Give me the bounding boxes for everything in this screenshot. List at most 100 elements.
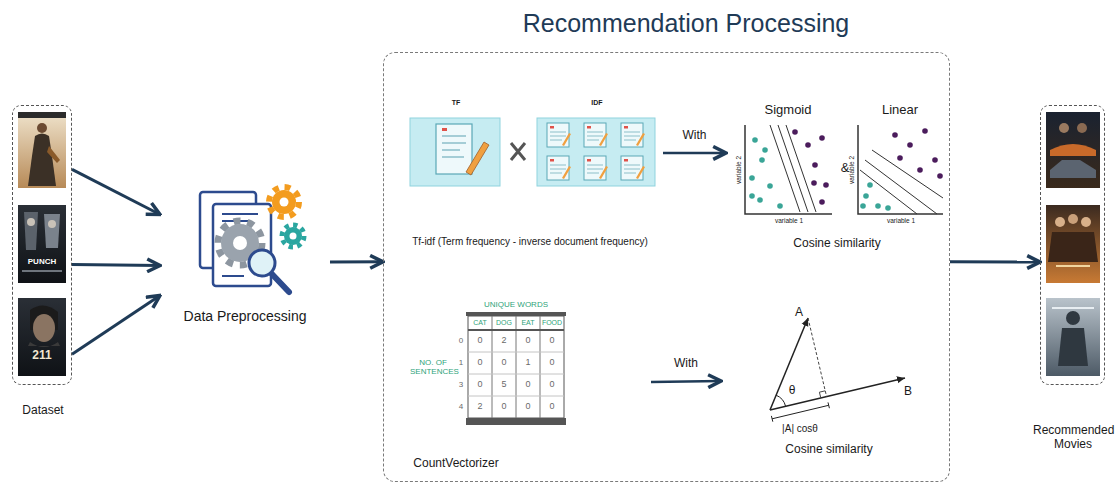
row-index: 3: [459, 381, 463, 390]
node-label: Tf-idf (Term frequency - inverse documen…: [412, 236, 648, 248]
recommended-posters: [1056, 265, 1090, 267]
idf-documents-icon: [621, 156, 645, 180]
node-label: CountVectorizer: [413, 457, 498, 471]
preprocessing-step: Data Preprocessing: [160, 180, 330, 330]
sigmoid-plot: [819, 199, 825, 205]
column-header: CAT: [473, 319, 486, 327]
sigmoid-plot: [762, 147, 768, 153]
axis-label: variable 1: [775, 217, 803, 224]
sigmoid-plot: [811, 180, 817, 186]
dataset-posters: [33, 314, 55, 342]
idf-documents-icon: [537, 118, 655, 186]
idf-box: IDF: [538, 97, 656, 187]
cosine-diagram: Cosine similarity: [721, 301, 921, 461]
projection-label: |A| cosθ: [782, 423, 818, 434]
preprocessing-icon: [200, 187, 304, 292]
node-label: Linear: [882, 103, 918, 118]
similarity-group: Cosine similarity Sigmoid Linear: [726, 101, 948, 256]
table-cell: 2: [477, 402, 482, 412]
dataset-posters: [28, 134, 56, 187]
recommended-posters: [1059, 123, 1069, 133]
count-table-grid: [466, 312, 566, 316]
sigmoid-plot: [770, 125, 816, 212]
flow-arrow: [651, 380, 721, 383]
linear-plot: [897, 155, 903, 161]
count-table-grid: [468, 316, 564, 418]
linear-plot: [937, 173, 943, 179]
node-label: IDF: [591, 99, 602, 107]
recommended-posters: [1077, 123, 1087, 133]
recommended-posters: [1068, 214, 1078, 224]
sigmoid-plot: [777, 203, 783, 209]
idf-documents-icon: [537, 118, 655, 186]
recommended-posters: [1050, 144, 1096, 156]
vector-projection: [770, 378, 905, 410]
node-label: Cosine similarity: [793, 237, 880, 251]
recommended-posters: [1050, 160, 1096, 178]
linear-plot: [892, 132, 898, 138]
preprocessing-icon: [282, 225, 304, 247]
node-label: Recommended Movies: [1033, 424, 1113, 452]
multiply-sign: [511, 143, 525, 160]
table-cell: 0: [549, 358, 554, 368]
preprocessing-icon: [233, 236, 247, 250]
panel-heading: Recommendation Processing: [523, 9, 850, 38]
recommended-posters: [1046, 298, 1100, 376]
angle-label: θ: [789, 384, 796, 397]
flow-arrow: [72, 169, 160, 214]
sigmoid-plot: [745, 125, 832, 214]
poster-title: 211: [32, 349, 51, 362]
linear-plot: [863, 193, 869, 199]
sigmoid-plot: [749, 193, 755, 199]
tf-document-icon: [410, 118, 500, 186]
linear-plot: [885, 205, 891, 211]
tf-document-icon: [410, 118, 500, 186]
row-index: 0: [459, 337, 463, 346]
sigmoid-plot: [745, 125, 832, 214]
tf-box: TF: [411, 97, 501, 187]
row-index: 1: [459, 359, 463, 368]
table-cell: 0: [477, 358, 482, 368]
tf-document-icon: [466, 142, 489, 175]
table-cell: 0: [525, 402, 530, 412]
dataset-posters: [48, 220, 56, 228]
preprocessing-icon: [280, 198, 289, 207]
preprocessing-icon: [269, 187, 299, 217]
linear-plot: [858, 125, 943, 214]
dataset-posters: [18, 298, 66, 376]
count-table-grid: [466, 418, 566, 425]
edge-label: With: [672, 358, 700, 371]
sigmoid-plot: [805, 142, 811, 148]
preprocessing-icon: [270, 272, 289, 292]
linear-plot: [875, 203, 881, 209]
dataset-posters: [18, 112, 66, 376]
sigmoid-plot: [823, 182, 829, 188]
recommended-posters: [1048, 232, 1098, 262]
multiply-sign: [511, 143, 525, 160]
sigmoid-plot: [749, 137, 783, 209]
sigmoid-plot: [792, 129, 798, 135]
count-table-grid: [466, 312, 566, 425]
dataset-group: Dataset: [12, 105, 72, 385]
linear-plot-box: Linear: [853, 103, 946, 221]
idf-documents-icon: [547, 156, 571, 180]
dataset-posters: [47, 146, 60, 163]
node-label: Sigmoid: [765, 103, 812, 118]
table-cell: 0: [501, 402, 506, 412]
column-header: FOOD: [542, 319, 562, 327]
idf-documents-icon: [621, 123, 645, 147]
vector-projection: [771, 402, 829, 421]
connector-group: [72, 153, 1040, 382]
sigmoid-plot: [819, 135, 825, 141]
row-index: 4: [459, 403, 463, 412]
linear-plot: [860, 150, 943, 214]
table-cell: 5: [501, 380, 506, 390]
node-label: Cosine similarity: [785, 443, 872, 457]
recommended-posters: [1052, 307, 1094, 309]
recommended-posters: [1046, 112, 1100, 188]
linear-plot: [917, 167, 923, 173]
tf-document-icon: [442, 128, 447, 131]
processing-panel: Recommendation ProcessingTf-idf (Term fr…: [383, 52, 950, 482]
sigmoid-plot-box: Sigmoid: [738, 103, 838, 221]
linear-plot: [860, 203, 866, 209]
